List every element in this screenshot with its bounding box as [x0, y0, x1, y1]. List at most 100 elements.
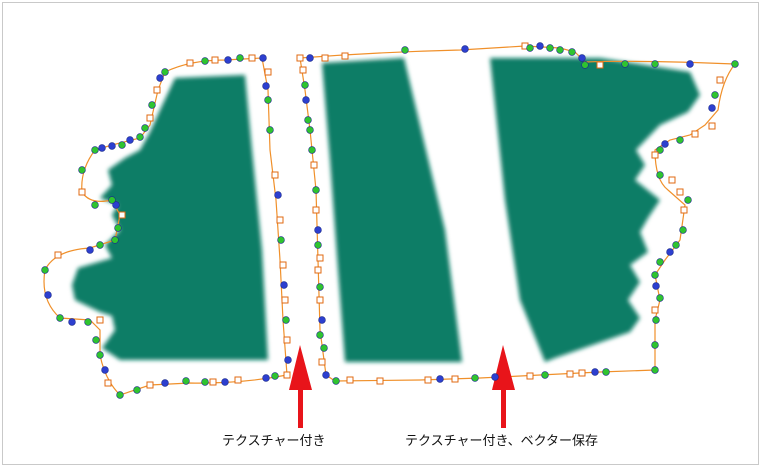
- control-point-circle: [111, 236, 119, 244]
- control-point-circle: [320, 344, 328, 352]
- control-point-circle: [236, 54, 244, 62]
- control-point-square: [716, 76, 724, 84]
- control-point-square: [346, 376, 354, 384]
- control-point-circle: [41, 266, 49, 274]
- control-point-square: [209, 378, 217, 386]
- control-point-circle: [118, 141, 126, 149]
- red-up-arrow-icon: [289, 345, 312, 428]
- left-texture-stroke: [72, 75, 268, 360]
- control-point-square: [680, 206, 688, 214]
- control-point-circle: [44, 291, 52, 299]
- control-point-square: [316, 254, 324, 262]
- control-point-circle: [302, 96, 310, 104]
- control-point-square: [376, 377, 384, 385]
- control-point-square: [264, 68, 272, 76]
- control-point-circle: [56, 314, 64, 322]
- control-point-circle: [91, 146, 99, 154]
- control-point-square: [316, 296, 324, 304]
- control-point-circle: [201, 378, 209, 386]
- right-contour-line: [299, 45, 737, 382]
- control-point-circle: [306, 54, 314, 62]
- control-point-circle: [271, 372, 279, 380]
- control-point-square: [321, 54, 329, 62]
- control-point-circle: [96, 241, 104, 249]
- control-point-circle: [568, 48, 576, 56]
- control-point-circle: [679, 226, 687, 234]
- control-point-square: [283, 336, 291, 344]
- control-point-square: [676, 188, 684, 196]
- control-point-circle: [98, 144, 106, 152]
- control-point-circle: [436, 375, 444, 383]
- control-point-square: [341, 52, 349, 60]
- control-point-circle: [101, 366, 109, 374]
- control-point-circle: [491, 373, 499, 381]
- middle-texture-stroke: [322, 58, 462, 362]
- control-point-circle: [280, 281, 288, 289]
- control-point-circle: [161, 379, 169, 387]
- control-point-square: [78, 188, 86, 196]
- control-point-circle: [108, 196, 116, 204]
- control-point-square: [691, 130, 699, 138]
- control-point-circle: [133, 386, 141, 394]
- control-point-circle: [708, 104, 716, 112]
- control-point-circle: [312, 186, 320, 194]
- control-point-circle: [316, 331, 324, 339]
- control-point-circle: [651, 271, 659, 279]
- control-point-circle: [148, 101, 156, 109]
- control-point-square: [186, 59, 194, 67]
- control-point-circle: [156, 74, 164, 82]
- control-point-circle: [116, 391, 124, 399]
- control-point-circle: [461, 45, 469, 53]
- control-point-circle: [546, 44, 554, 52]
- control-point-square: [296, 54, 304, 62]
- control-point-square: [651, 306, 659, 314]
- control-point-square: [248, 54, 256, 62]
- control-point-circle: [259, 54, 267, 62]
- control-point-circle: [332, 377, 340, 385]
- control-point-circle: [602, 368, 610, 376]
- control-point-circle: [581, 61, 589, 69]
- control-point-circle: [92, 336, 100, 344]
- control-point-circle: [686, 60, 694, 68]
- control-point-circle: [96, 351, 104, 359]
- control-point-square: [96, 316, 104, 324]
- control-point-circle: [621, 60, 629, 68]
- control-point-square: [54, 251, 62, 259]
- control-point-circle: [316, 283, 324, 291]
- control-point-square: [312, 206, 320, 214]
- control-point-square: [276, 216, 284, 224]
- control-point-circle: [224, 56, 232, 64]
- control-point-circle: [68, 318, 76, 326]
- control-point-circle: [322, 371, 330, 379]
- control-point-circle: [731, 60, 739, 68]
- control-point-circle: [274, 191, 282, 199]
- caption-textured-vector-preserve: テクスチャー付き、ベクター保存: [405, 434, 599, 449]
- control-point-circle: [652, 316, 660, 324]
- control-point-circle: [711, 91, 719, 99]
- control-point-circle: [651, 60, 659, 68]
- control-point-circle: [201, 57, 209, 65]
- control-point-circle: [262, 374, 270, 382]
- control-point-circle: [262, 82, 270, 90]
- control-point-circle: [126, 136, 134, 144]
- control-point-circle: [652, 282, 660, 290]
- control-point-circle: [182, 377, 190, 385]
- control-point-circle: [304, 116, 312, 124]
- control-point-square: [153, 86, 161, 94]
- control-point-circle: [684, 196, 692, 204]
- right-texture-stroke: [490, 58, 700, 362]
- control-point-square: [708, 122, 716, 130]
- caption-textured: テクスチャー付き: [222, 434, 326, 449]
- control-point-circle: [672, 241, 680, 249]
- control-point-circle: [308, 146, 316, 154]
- control-point-square: [146, 114, 154, 122]
- control-point-circle: [578, 54, 586, 62]
- control-point-circle: [277, 236, 285, 244]
- control-points: [41, 42, 739, 399]
- control-point-square: [424, 376, 432, 384]
- control-point-circle: [314, 241, 322, 249]
- control-point-circle: [656, 294, 664, 302]
- control-point-square: [310, 161, 318, 169]
- control-point-square: [668, 176, 676, 184]
